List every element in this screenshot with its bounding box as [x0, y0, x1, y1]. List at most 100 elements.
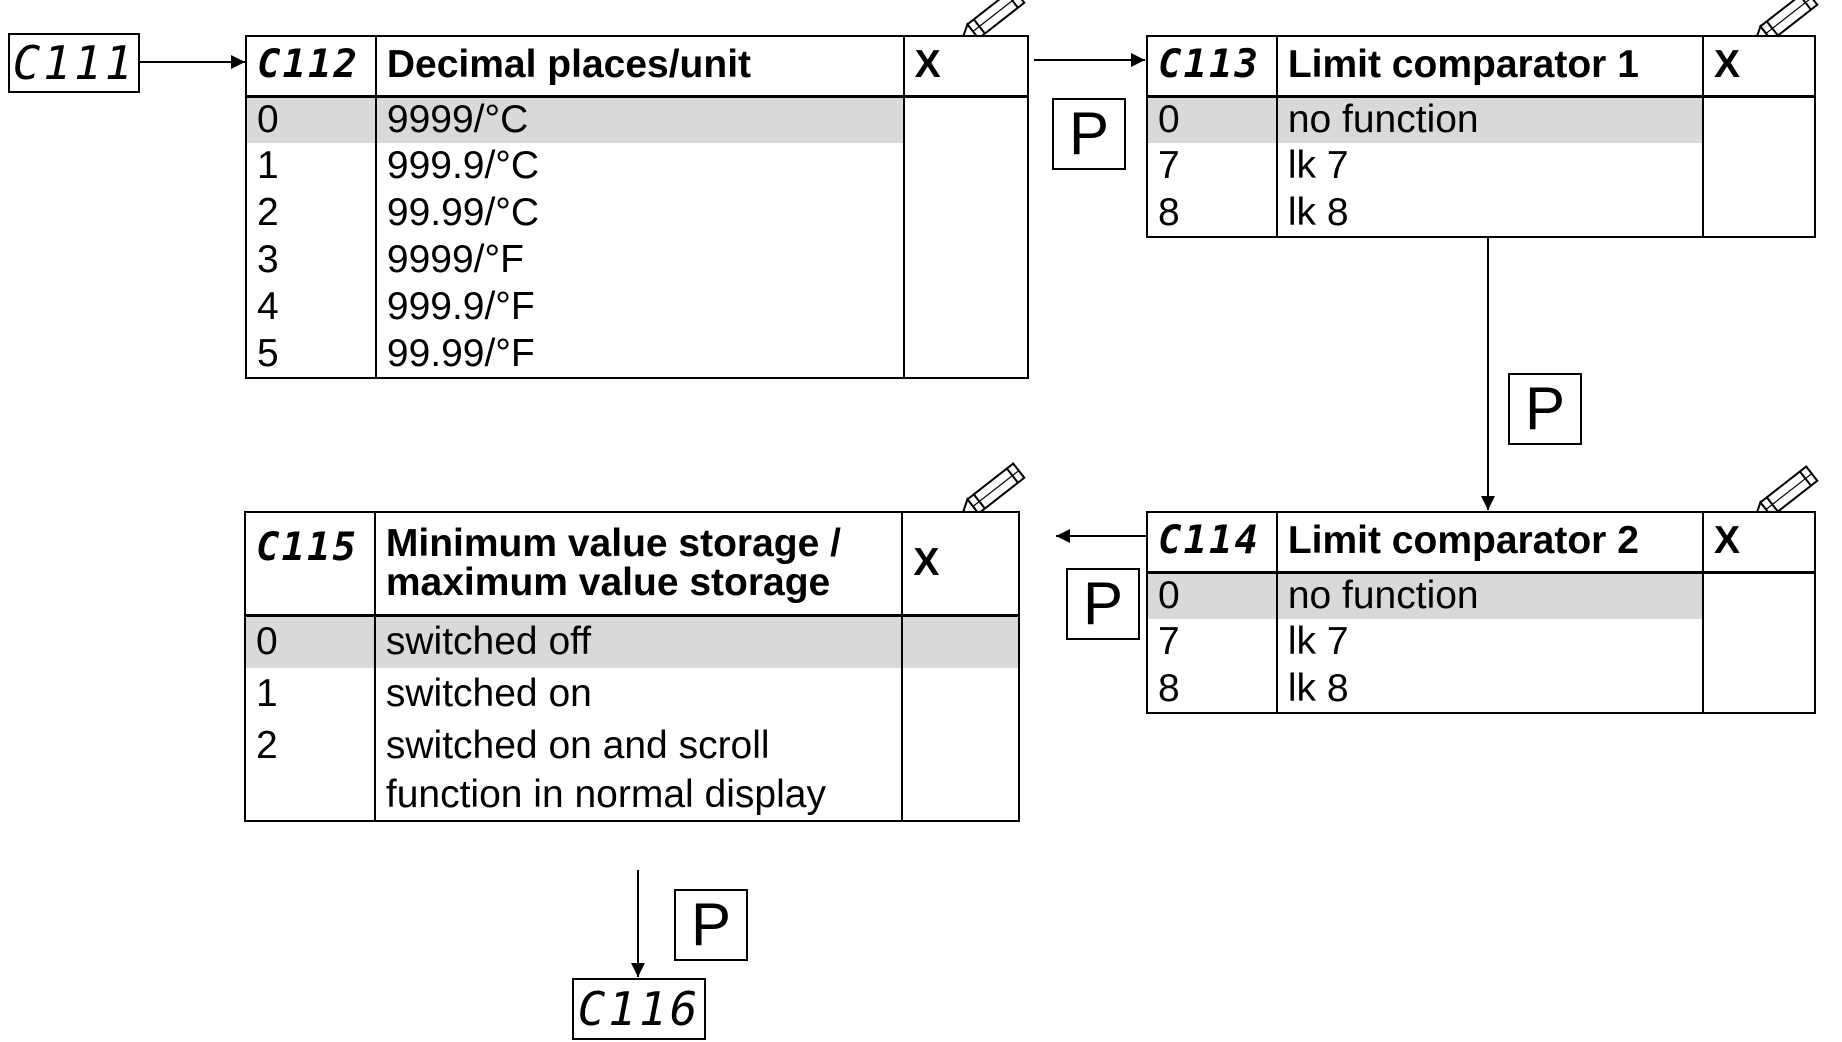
row-x-cell [901, 615, 1020, 668]
row-key: 0 [244, 615, 376, 668]
row-value: switched off [373, 615, 904, 668]
row-x-cell [902, 190, 1030, 237]
row-x-cell [1701, 96, 1817, 143]
row-value: 999.9/°C [374, 143, 905, 190]
row-key: 7 [1146, 143, 1278, 190]
row-key: 8 [1146, 190, 1278, 238]
c115-title-line2: maximum value storage [385, 561, 831, 605]
table-row: 8 lk 8 [1146, 666, 1817, 714]
row-x-cell [902, 331, 1030, 379]
p-label: P [1524, 375, 1566, 442]
row-value: switched on and scroll function in norma… [373, 721, 904, 822]
row-value: 9999/°C [374, 96, 905, 143]
c114-header-row: C114 Limit comparator 2 X [1146, 511, 1817, 574]
row-key: 0 [1146, 96, 1278, 143]
row-value: no function [1275, 572, 1704, 619]
p-label: P [1068, 100, 1110, 167]
c113-x: X [1701, 35, 1817, 98]
pencil-icon [960, 0, 1026, 42]
c111-code: C111 [12, 36, 136, 90]
c116-display: C116 [572, 978, 706, 1040]
row-key: 0 [245, 96, 377, 143]
row-x-cell [1701, 666, 1817, 714]
row-key: 8 [1146, 666, 1278, 714]
c115-title-line1: Minimum value storage / [385, 522, 841, 566]
row-x-cell [1701, 143, 1817, 190]
c114-table: C114 Limit comparator 2 X 0 no function … [1146, 511, 1817, 714]
table-row: 0 no function [1146, 96, 1817, 143]
p-key-2: P [1508, 373, 1582, 445]
row-key: 5 [245, 331, 377, 379]
c112-title: Decimal places/unit [374, 35, 905, 98]
row-value: lk 8 [1275, 190, 1704, 238]
row-value-line2: function in normal display [385, 772, 826, 816]
row-value: 99.99/°F [374, 331, 905, 379]
c115-header-row: C115 Minimum value storage / maximum val… [244, 511, 1020, 617]
row-x-cell [902, 284, 1030, 331]
row-value: 9999/°F [374, 237, 905, 284]
table-row: 1 999.9/°C [245, 143, 1030, 190]
table-row: 1 switched on [244, 668, 1020, 721]
c115-code: C115 [244, 511, 376, 617]
table-row: 0 9999/°C [245, 96, 1030, 143]
row-x-cell [1701, 190, 1817, 238]
table-row: 0 no function [1146, 572, 1817, 619]
row-value-line1: switched on and scroll [385, 723, 770, 767]
row-value: lk 8 [1275, 666, 1704, 714]
c113-table: C113 Limit comparator 1 X 0 no function … [1146, 35, 1817, 238]
row-x-cell [1701, 572, 1817, 619]
p-key-3: P [1066, 568, 1140, 640]
table-row: 8 lk 8 [1146, 190, 1817, 238]
table-row: 3 9999/°F [245, 237, 1030, 284]
row-key: 3 [245, 237, 377, 284]
table-row: 4 999.9/°F [245, 284, 1030, 331]
c112-x: X [902, 35, 1030, 98]
table-row: 2 99.99/°C [245, 190, 1030, 237]
c112-table: C112 Decimal places/unit X 0 9999/°C 1 9… [245, 35, 1030, 379]
pencil-icon [960, 462, 1026, 517]
c115-title: Minimum value storage / maximum value st… [373, 511, 904, 617]
row-key: 0 [1146, 572, 1278, 619]
row-value: switched on [373, 668, 904, 721]
row-value: lk 7 [1275, 143, 1704, 190]
c114-x: X [1701, 511, 1817, 574]
row-x-cell [901, 668, 1020, 721]
row-x-cell [901, 721, 1020, 822]
c114-title: Limit comparator 2 [1275, 511, 1704, 574]
c115-x: X [901, 511, 1020, 617]
table-row: 7 lk 7 [1146, 143, 1817, 190]
c116-code: C116 [577, 982, 701, 1036]
table-row: 2 switched on and scroll function in nor… [244, 721, 1020, 822]
c113-title: Limit comparator 1 [1275, 35, 1704, 98]
row-value: 999.9/°F [374, 284, 905, 331]
row-x-cell [902, 96, 1030, 143]
table-row: 7 lk 7 [1146, 619, 1817, 666]
c113-header-row: C113 Limit comparator 1 X [1146, 35, 1817, 98]
p-label: P [690, 891, 732, 958]
row-value: no function [1275, 96, 1704, 143]
c111-display: C111 [8, 33, 140, 93]
row-key: 1 [244, 668, 376, 721]
c115-table: C115 Minimum value storage / maximum val… [244, 511, 1020, 822]
p-key-1: P [1052, 98, 1126, 170]
c113-code: C113 [1146, 35, 1278, 98]
table-row: 5 99.99/°F [245, 331, 1030, 379]
row-x-cell [902, 237, 1030, 284]
table-row: 0 switched off [244, 615, 1020, 668]
p-key-4: P [674, 889, 748, 961]
row-value: 99.99/°C [374, 190, 905, 237]
c112-code: C112 [245, 35, 377, 98]
row-x-cell [1701, 619, 1817, 666]
row-key: 7 [1146, 619, 1278, 666]
c114-code: C114 [1146, 511, 1278, 574]
row-value: lk 7 [1275, 619, 1704, 666]
row-key: 2 [245, 190, 377, 237]
c112-header-row: C112 Decimal places/unit X [245, 35, 1030, 98]
row-key: 2 [244, 721, 376, 822]
row-key: 4 [245, 284, 377, 331]
p-label: P [1082, 570, 1124, 637]
row-key: 1 [245, 143, 377, 190]
row-x-cell [902, 143, 1030, 190]
pencil-icon [1753, 465, 1819, 520]
